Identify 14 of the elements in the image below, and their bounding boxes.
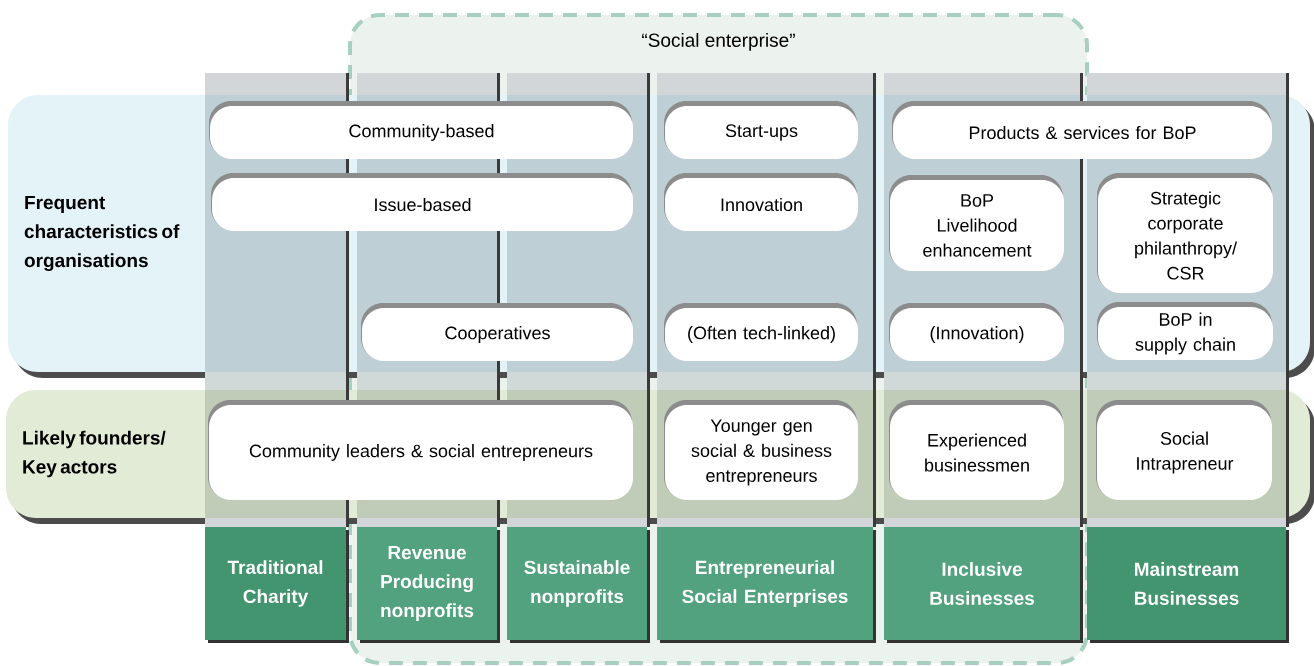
category-header: Traditional Charity (205, 527, 349, 643)
category-header: Inclusive Businesses (884, 527, 1083, 643)
category-header: Entrepreneurial Social Enterprises (657, 527, 876, 643)
text-pill: Younger gen social & business entrepreneurs (664, 400, 858, 500)
text-pill: (Often tech-linked) (664, 303, 858, 361)
text-pill: Start-ups (664, 101, 858, 159)
category-header: Sustainable nonprofits (507, 527, 650, 643)
text-pill: Experienced businessmen (889, 400, 1064, 500)
category-header: Revenue Producing nonprofits (357, 527, 500, 643)
text-pill: BoP Livelihood enhancement (889, 175, 1064, 271)
text-pill: Cooperatives (361, 303, 633, 361)
category-header: Mainstream Businesses (1087, 527, 1289, 643)
text-pill: Innovation (664, 173, 858, 231)
text-pill: (Innovation) (889, 303, 1064, 361)
